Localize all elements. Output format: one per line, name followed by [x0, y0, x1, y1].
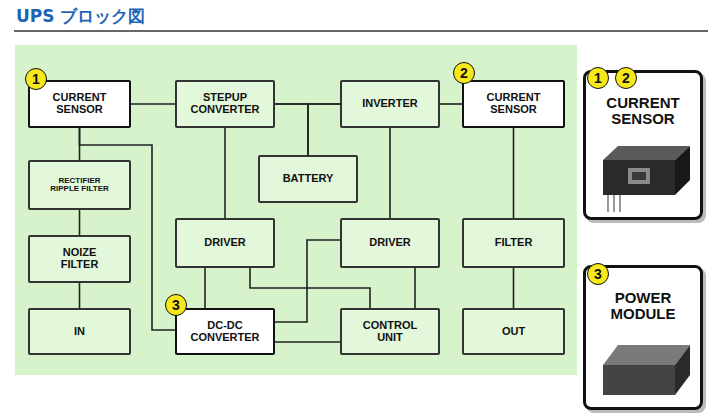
diagram-ground	[15, 45, 577, 375]
connector-line	[80, 128, 176, 330]
callout-badge: 1	[587, 67, 609, 89]
process-box: RECTIFIER RIPPLE FILTER	[28, 160, 131, 210]
process-box: STEPUP CONVERTER	[175, 80, 275, 128]
connector-line	[308, 104, 340, 155]
power-module-picture	[603, 345, 690, 395]
process-box: CURRENT SENSOR	[462, 80, 565, 128]
callout-badge: 2	[615, 67, 637, 89]
box-label: DRIVER	[204, 237, 246, 249]
box-label: CURRENT SENSOR	[479, 92, 549, 115]
box-label: NOIZE FILTER	[50, 247, 110, 270]
callout-number: 3	[172, 298, 180, 312]
connector-line	[131, 103, 175, 105]
sensor-pin	[607, 193, 609, 212]
diagram-title: UPS ブロック図	[16, 5, 145, 28]
sensor-side	[675, 146, 690, 195]
process-box: CONTROL UNIT	[340, 308, 440, 355]
callout-badge: 1	[25, 68, 47, 90]
product-panel: CURRENT SENSOR	[583, 70, 703, 220]
panel-ground	[583, 265, 703, 410]
process-box: BATTERY	[258, 155, 358, 203]
box-label: DC-DC CONVERTER	[188, 320, 263, 343]
box-label: FILTER	[495, 237, 533, 249]
process-box: DC-DC CONVERTER	[175, 308, 275, 355]
process-box: OUT	[462, 308, 565, 355]
module-top	[603, 345, 690, 365]
current-sensor-picture	[603, 146, 690, 212]
connector-line	[275, 341, 340, 343]
sensor-pin	[619, 193, 621, 212]
process-box: FILTER	[462, 218, 565, 268]
process-box: INVERTER	[340, 80, 440, 128]
process-box: DRIVER	[340, 218, 440, 268]
box-label: STEPUP CONVERTER	[185, 92, 265, 115]
product-panel: POWER MODULE	[583, 265, 703, 410]
title-bar: UPS ブロック図	[16, 5, 145, 28]
connector-line	[414, 268, 416, 308]
callout-number: 2	[622, 71, 630, 85]
box-label: RECTIFIER RIPPLE FILTER	[47, 177, 113, 194]
callout-number: 1	[32, 72, 40, 86]
process-box: NOIZE FILTER	[28, 235, 131, 283]
callout-badge: 3	[165, 294, 187, 316]
box-label: INVERTER	[362, 98, 418, 110]
connector-line	[389, 128, 391, 218]
callout-number: 3	[594, 267, 602, 281]
callout-badge: 3	[587, 263, 609, 285]
callout-number: 2	[460, 66, 468, 80]
sensor-top	[603, 146, 690, 160]
connector-line	[275, 240, 340, 322]
process-box: IN	[28, 308, 131, 355]
panel-ground	[583, 70, 703, 220]
box-label: CURRENT SENSOR	[45, 92, 115, 115]
process-box: CURRENT SENSOR	[28, 80, 131, 128]
sensor-hole	[632, 172, 646, 180]
title-rule	[14, 30, 708, 32]
box-label: OUT	[502, 326, 525, 338]
panel-heading: POWER MODULE	[593, 290, 693, 322]
box-label: CONTROL UNIT	[358, 320, 423, 343]
connector-line	[79, 210, 81, 235]
callout-number: 1	[594, 71, 602, 85]
callout-badge: 2	[453, 62, 475, 84]
connector-line	[440, 103, 462, 105]
box-label: DRIVER	[369, 237, 411, 249]
connector-line	[204, 268, 206, 308]
connector-line	[250, 268, 370, 308]
panel-heading: CURRENT SENSOR	[593, 95, 693, 127]
connector-line	[513, 268, 515, 308]
box-label: IN	[74, 326, 85, 338]
sensor-pin	[613, 193, 615, 212]
module-side	[675, 345, 690, 395]
sensor-window	[628, 168, 650, 184]
sensor-front	[603, 160, 675, 195]
connector-line	[79, 283, 81, 308]
connector-line	[275, 104, 308, 155]
connector-line	[224, 128, 226, 218]
process-box: DRIVER	[175, 218, 275, 268]
module-front	[603, 365, 675, 395]
box-label: BATTERY	[283, 173, 334, 185]
connector-line	[513, 128, 515, 218]
